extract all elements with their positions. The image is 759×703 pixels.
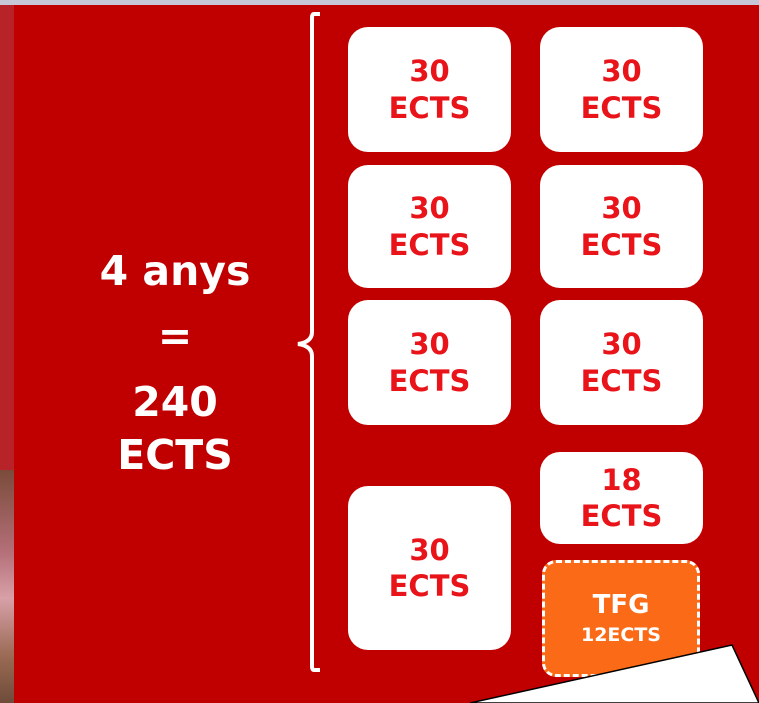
semester-box-8: 18 ECTS	[540, 452, 703, 544]
semester-box-5: 30 ECTS	[348, 300, 511, 425]
semester-box-7: 30 ECTS	[348, 486, 511, 650]
total-credits-label: 4 anys = 240 ECTS	[60, 245, 290, 482]
equals-sign: =	[157, 312, 193, 361]
semester-box-3: 30 ECTS	[348, 165, 511, 288]
semester-unit: ECTS	[388, 90, 471, 125]
semester-credits: 30	[409, 327, 450, 362]
semester-box-1: 30 ECTS	[348, 27, 511, 152]
semester-credits: 30	[601, 54, 642, 89]
curly-brace	[297, 12, 320, 672]
semester-unit: ECTS	[580, 227, 663, 262]
semester-unit: ECTS	[388, 363, 471, 398]
semester-box-2: 30 ECTS	[540, 27, 703, 152]
years-text: 4 anys	[99, 247, 251, 295]
semester-credits: 30	[409, 191, 450, 226]
semester-credits: 30	[601, 327, 642, 362]
semester-credits: 30	[409, 532, 450, 567]
tfg-label: TFG	[592, 590, 650, 621]
background-photo-edge	[0, 470, 14, 703]
semester-credits: 30	[601, 191, 642, 226]
semester-unit: ECTS	[388, 227, 471, 262]
semester-unit: ECTS	[580, 363, 663, 398]
tfg-credits: 12ECTS	[580, 624, 661, 647]
total-unit: ECTS	[117, 430, 233, 479]
semester-box-6: 30 ECTS	[540, 300, 703, 425]
total-value: 240	[132, 377, 218, 426]
semester-unit: ECTS	[580, 90, 663, 125]
semester-box-4: 30 ECTS	[540, 165, 703, 288]
semester-credits: 30	[409, 54, 450, 89]
semester-unit: ECTS	[580, 499, 663, 533]
semester-credits: 18	[601, 462, 642, 497]
callout-shape	[470, 644, 759, 703]
top-border	[0, 0, 759, 5]
semester-unit: ECTS	[388, 569, 471, 603]
